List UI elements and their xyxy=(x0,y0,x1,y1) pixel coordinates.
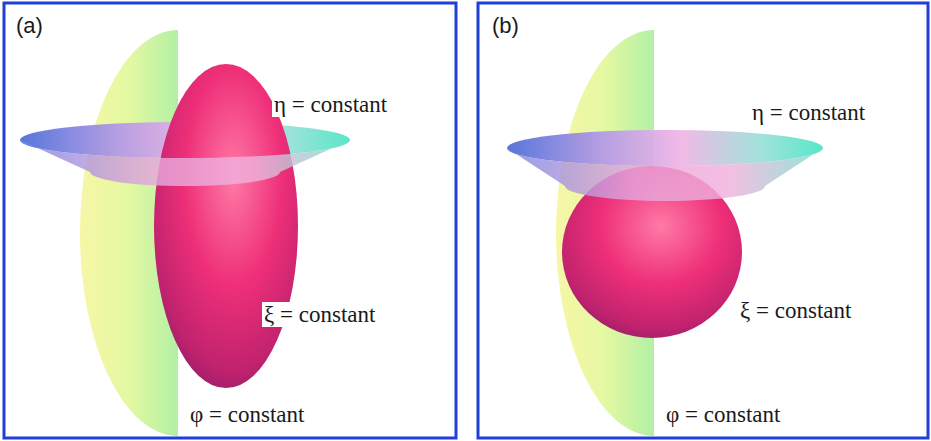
surface-label: φ = constant xyxy=(664,402,782,427)
surface-label: η = constant xyxy=(750,100,867,125)
eta-cone-front xyxy=(507,148,823,201)
surface-label: ξ = constant xyxy=(262,302,377,327)
panel-frame xyxy=(478,3,928,438)
surface-label: φ = constant xyxy=(188,402,306,427)
surface-label: η = constant xyxy=(272,92,389,117)
panel-frame xyxy=(4,3,456,438)
panel-letter: (b) xyxy=(490,14,521,38)
panel-letter: (a) xyxy=(14,14,45,38)
eta-cone-front xyxy=(20,140,350,186)
surface-label: ξ = constant xyxy=(738,298,853,323)
eta-cone xyxy=(507,130,823,166)
